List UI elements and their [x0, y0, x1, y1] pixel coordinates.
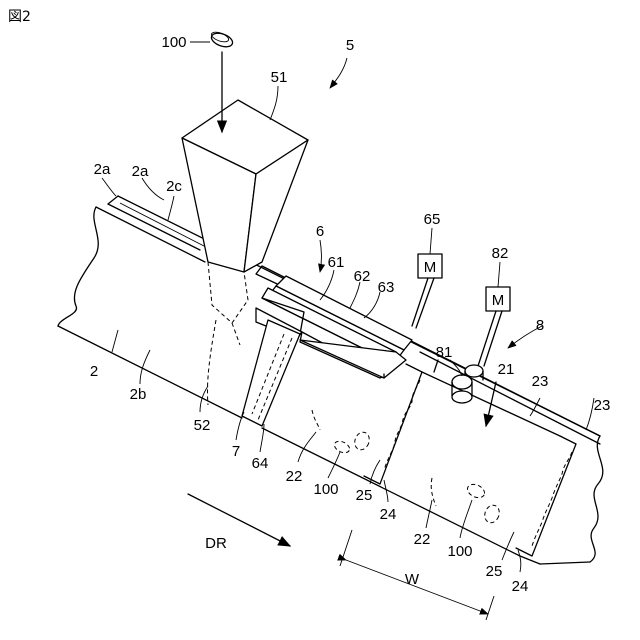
label-21: 21	[498, 361, 515, 378]
motor-65: M	[412, 228, 442, 328]
unit-6	[242, 276, 412, 426]
label-DR: DR	[205, 535, 227, 552]
label-6: 6	[316, 223, 324, 240]
motor-82: M	[478, 262, 510, 366]
label-2: 2	[90, 363, 98, 380]
label-65: 65	[424, 211, 441, 228]
label-25-1: 25	[356, 487, 373, 504]
label-61: 61	[328, 254, 345, 271]
label-64: 64	[252, 455, 269, 472]
label-100-top: 100	[161, 34, 186, 51]
label-W: W	[405, 571, 420, 588]
label-100-1: 100	[313, 481, 338, 498]
label-5: 5	[346, 37, 354, 54]
motor-82-label: M	[492, 292, 505, 309]
pill-top	[210, 30, 235, 49]
label-2a-1: 2a	[94, 161, 111, 178]
label-2b: 2b	[130, 386, 147, 403]
label-82: 82	[492, 245, 509, 262]
label-2c: 2c	[166, 178, 182, 195]
label-62: 62	[354, 268, 371, 285]
label-81: 81	[436, 344, 453, 361]
label-22-2: 22	[414, 531, 431, 548]
label-24-2: 24	[512, 578, 529, 595]
label-23-1: 23	[532, 373, 549, 390]
label-24-1: 24	[380, 506, 397, 523]
label-7: 7	[232, 443, 240, 460]
label-63: 63	[378, 279, 395, 296]
label-23-2: 23	[594, 397, 611, 414]
label-2a-2: 2a	[132, 163, 149, 180]
label-22-1: 22	[286, 468, 303, 485]
label-25-2: 25	[486, 563, 503, 580]
label-100-2: 100	[447, 543, 472, 560]
conveyor-body	[58, 196, 603, 564]
label-52: 52	[194, 417, 211, 434]
label-51: 51	[271, 69, 288, 86]
motor-65-label: M	[424, 259, 437, 276]
label-8: 8	[536, 317, 544, 334]
